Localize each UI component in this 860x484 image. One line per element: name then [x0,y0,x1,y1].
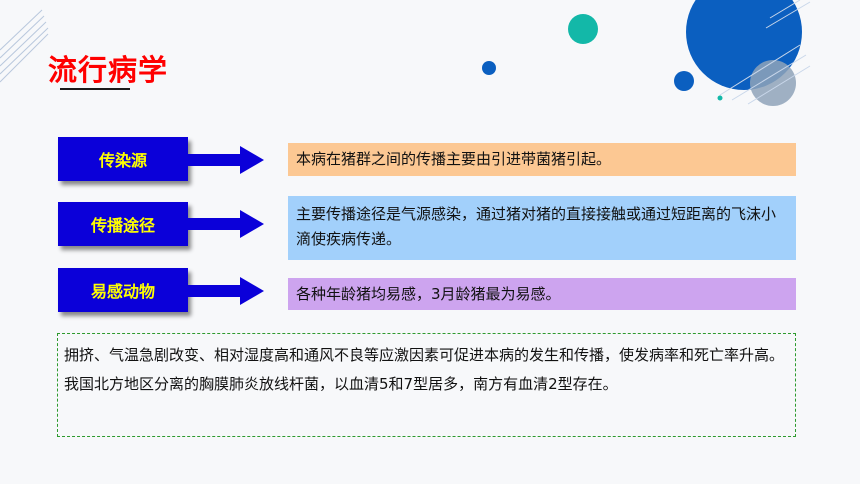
note-box: 拥挤、气温急剧改变、相对湿度高和通风不良等应激因素可促进本病的发生和传播，使发病… [57,333,796,437]
info-transmission-route: 主要传播途径是气源感染，通过猪对猪的直接接触或通过短距离的飞沫小滴使疾病传递。 [288,196,796,260]
arrow-right-icon [188,146,264,174]
circle-decorations [482,0,811,106]
medium-blue-dot [674,71,694,91]
info-susceptible-animals: 各种年龄猪均易感，3月龄猪最为易感。 [288,278,796,310]
arrow-right-icon [188,210,264,238]
tiny-teal-dot [717,95,723,101]
page-title: 流行病学 [48,53,169,87]
hatch-decoration-left [0,9,49,83]
small-blue-dot [482,61,496,75]
gray-circle [750,60,796,106]
label-susceptible-animals: 易感动物 [58,268,188,312]
label-infection-source: 传染源 [58,137,188,181]
label-transmission-route: 传播途径 [58,202,188,246]
teal-circle [568,14,598,44]
title-underline [60,88,130,90]
arrow-right-icon [188,277,264,305]
info-infection-source: 本病在猪群之间的传播主要由引进带菌猪引起。 [288,143,796,176]
